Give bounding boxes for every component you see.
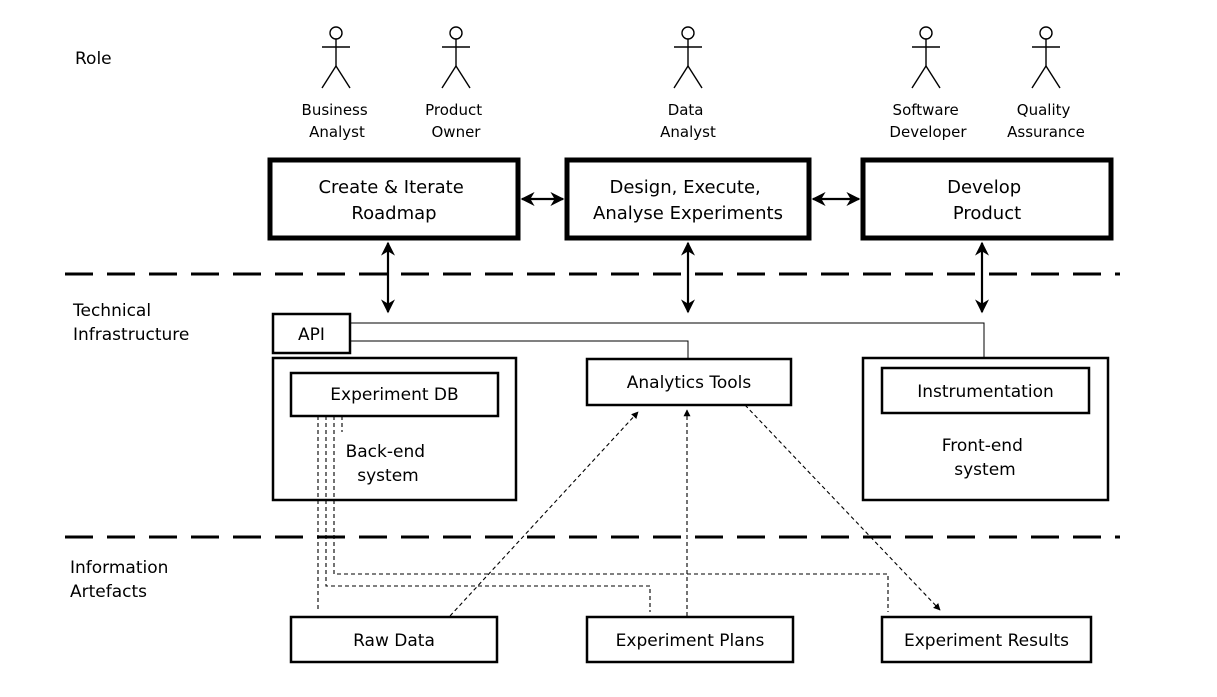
api-analytics-connector <box>350 340 689 359</box>
process-experiments-box: Design, Execute, Analyse Experiments <box>564 157 812 241</box>
process-roadmap-box: Create & Iterate Roadmap <box>267 157 521 241</box>
svg-text:Instrumentation: Instrumentation <box>917 382 1054 402</box>
actor-product-owner-icon <box>441 26 471 89</box>
svg-text:Back-end system: Back-end system <box>346 442 431 486</box>
raw-data-artefact: Raw Data <box>289 615 499 664</box>
role-product-owner: Product Owner <box>425 101 487 141</box>
db-experiment-plans-connector <box>325 416 651 612</box>
svg-text:Experiment Plans: Experiment Plans <box>616 631 765 651</box>
svg-text:Experiment DB: Experiment DB <box>330 385 458 405</box>
svg-text:Analytics Tools: Analytics Tools <box>627 373 752 393</box>
svg-text:API: API <box>298 325 325 345</box>
role-software-developer: Software Developer <box>889 101 967 141</box>
role-business-analyst: Business Analyst <box>302 101 373 141</box>
actor-software-developer-icon <box>911 26 941 89</box>
svg-text:Raw Data: Raw Data <box>353 631 435 651</box>
analytics-to-results-arrow <box>744 404 941 611</box>
role-quality-assurance: Quality Assurance <box>1007 101 1085 141</box>
role-data-analyst: Data Analyst <box>660 101 716 141</box>
analytics-tools-box: Analytics Tools <box>585 357 793 407</box>
svg-text:Front-end system: Front-end system <box>942 436 1029 480</box>
db-experiment-results-connector <box>333 416 889 612</box>
actor-data-analyst-icon <box>673 26 703 89</box>
experiment-results-artefact: Experiment Results <box>880 615 1093 664</box>
svg-text:Create & Iterate Roadmap: Create & Iterate Roadmap <box>318 177 469 224</box>
raw-data-to-analytics-arrow <box>449 411 639 617</box>
lane-label-role: Role <box>75 49 112 69</box>
api-instrumentation-connector <box>350 322 985 368</box>
actor-business-analyst-icon <box>321 26 351 89</box>
experiment-db-box: Experiment DB <box>289 371 500 418</box>
actor-quality-assurance-icon <box>1031 26 1061 89</box>
svg-text:Experiment Results: Experiment Results <box>904 631 1069 651</box>
process-develop-box: Develop Product <box>860 157 1114 241</box>
api-box: API <box>271 312 352 355</box>
lane-label-technical-infrastructure: Technical Infrastructure <box>72 301 189 345</box>
experiment-plans-artefact: Experiment Plans <box>585 615 795 664</box>
instrumentation-box: Instrumentation <box>880 366 1091 415</box>
svg-text:Design, Execute, Analyse: Design, Execute, Analyse Experiments <box>593 177 783 224</box>
svg-text:Develop Product: Develop Product <box>947 177 1027 224</box>
lane-label-information-artefacts: Information Artefacts <box>70 558 174 602</box>
